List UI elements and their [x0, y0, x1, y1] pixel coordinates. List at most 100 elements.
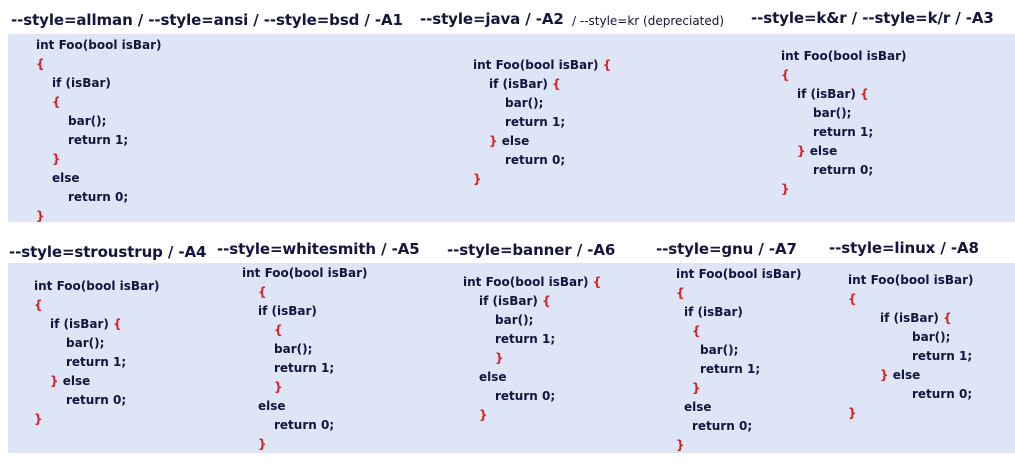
code-block-allman: int Foo(bool isBar) { if (isBar) { bar()…	[36, 39, 236, 224]
code-line: else	[258, 399, 286, 413]
close-brace: }	[692, 381, 701, 395]
code-line: bar();	[68, 114, 107, 128]
code-line: int Foo(bool isBar)	[34, 279, 160, 293]
open-brace: {	[692, 324, 701, 338]
code-line: int Foo(bool isBar)	[676, 267, 802, 281]
code-line: return 0;	[912, 387, 973, 401]
code-line: return 0;	[505, 153, 566, 167]
open-brace: {	[848, 292, 857, 306]
code-block-linux: int Foo(bool isBar) { if (isBar) { bar()…	[848, 274, 1008, 434]
code-text: else	[809, 144, 838, 158]
code-line: return 0;	[66, 393, 127, 407]
code-line: return 1;	[813, 125, 874, 139]
code-text: if (isBar)	[489, 77, 548, 91]
code-text: if (isBar)	[880, 311, 939, 325]
code-block-gnu: int Foo(bool isBar) { if (isBar) { bar()…	[676, 268, 826, 458]
open-brace: {	[592, 275, 602, 289]
code-line: } else	[489, 135, 529, 147]
code-block-java: int Foo(bool isBar) { if (isBar) { bar()…	[473, 59, 673, 199]
code-line: else	[684, 400, 712, 414]
code-line: if (isBar)	[52, 76, 111, 90]
code-line: } else	[50, 375, 90, 387]
code-line: } else	[797, 145, 837, 157]
code-line: bar();	[700, 343, 739, 357]
code-text: int Foo(bool isBar)	[463, 275, 589, 289]
code-line: int Foo(bool isBar) {	[473, 59, 611, 71]
code-line: int Foo(bool isBar)	[781, 49, 907, 63]
code-line: if (isBar) {	[797, 88, 869, 100]
heading-linux: --style=linux / -A8	[829, 239, 979, 257]
code-line: return 1;	[66, 355, 127, 369]
close-brace: }	[495, 351, 504, 365]
open-brace: {	[34, 298, 43, 312]
code-line: return 1;	[68, 133, 129, 147]
heading-gnu: --style=gnu / -A7	[656, 240, 797, 258]
open-brace: {	[542, 294, 551, 308]
code-line: int Foo(bool isBar)	[848, 273, 974, 287]
close-brace: }	[274, 380, 283, 394]
code-text: if (isBar)	[50, 317, 109, 331]
close-brace: }	[52, 152, 61, 166]
code-text: else	[62, 374, 91, 388]
code-line: if (isBar) {	[489, 78, 561, 90]
code-text: if (isBar)	[479, 294, 538, 308]
close-brace: }	[50, 374, 59, 388]
code-line: return 1;	[274, 361, 335, 375]
top-band	[8, 34, 1015, 222]
close-brace: }	[473, 172, 482, 186]
code-line: int Foo(bool isBar)	[36, 38, 162, 52]
code-line: return 0;	[68, 190, 129, 204]
close-brace: }	[848, 406, 857, 420]
code-text: else	[501, 134, 530, 148]
code-line: if (isBar) {	[880, 312, 952, 324]
code-line: if (isBar) {	[50, 318, 122, 330]
close-brace: }	[781, 182, 790, 196]
code-block-stroustrup: int Foo(bool isBar) { if (isBar) { bar()…	[34, 280, 214, 440]
code-text: int Foo(bool isBar)	[473, 58, 599, 72]
code-line: if (isBar) {	[479, 295, 551, 307]
code-line: int Foo(bool isBar)	[242, 266, 368, 280]
code-line: return 1;	[505, 115, 566, 129]
code-line: else	[52, 171, 80, 185]
code-line: bar();	[274, 342, 313, 356]
open-brace: {	[274, 323, 283, 337]
code-line: bar();	[813, 106, 852, 120]
code-line: else	[479, 370, 507, 384]
code-line: int Foo(bool isBar) {	[463, 276, 601, 288]
heading-banner: --style=banner / -A6	[447, 241, 616, 259]
open-brace: {	[602, 58, 612, 72]
close-brace: }	[489, 134, 498, 148]
open-brace: {	[258, 285, 267, 299]
code-line: if (isBar)	[258, 304, 317, 318]
code-line: return 0;	[813, 163, 874, 177]
code-line: return 0;	[274, 418, 335, 432]
open-brace: {	[52, 95, 61, 109]
code-line: bar();	[912, 330, 951, 344]
close-brace: }	[258, 437, 267, 451]
close-brace: }	[880, 368, 889, 382]
code-block-kr: int Foo(bool isBar) { if (isBar) { bar()…	[781, 50, 981, 210]
code-line: } else	[880, 369, 920, 381]
code-block-whitesmith: int Foo(bool isBar) { if (isBar) { bar()…	[242, 267, 422, 457]
open-brace: {	[552, 77, 561, 91]
code-line: return 0;	[692, 419, 753, 433]
code-line: return 1;	[912, 349, 973, 363]
code-line: return 1;	[495, 332, 556, 346]
open-brace: {	[943, 311, 952, 325]
code-line: if (isBar)	[684, 305, 743, 319]
code-line: bar();	[495, 313, 534, 327]
open-brace: {	[676, 286, 685, 300]
code-line: bar();	[505, 96, 544, 110]
code-line: bar();	[66, 336, 105, 350]
code-line: return 1;	[700, 362, 761, 376]
code-text: else	[892, 368, 921, 382]
code-line: return 0;	[495, 389, 556, 403]
open-brace: {	[113, 317, 122, 331]
heading-java: --style=java / -A2	[420, 10, 564, 28]
open-brace: {	[781, 68, 790, 82]
heading-allman: --style=allman / --style=ansi / --style=…	[11, 11, 403, 29]
heading-whitesmith: --style=whitesmith / -A5	[217, 240, 420, 258]
code-block-banner: int Foo(bool isBar) { if (isBar) { bar()…	[463, 276, 643, 436]
heading-stroustrup: --style=stroustrup / -A4	[9, 243, 207, 261]
